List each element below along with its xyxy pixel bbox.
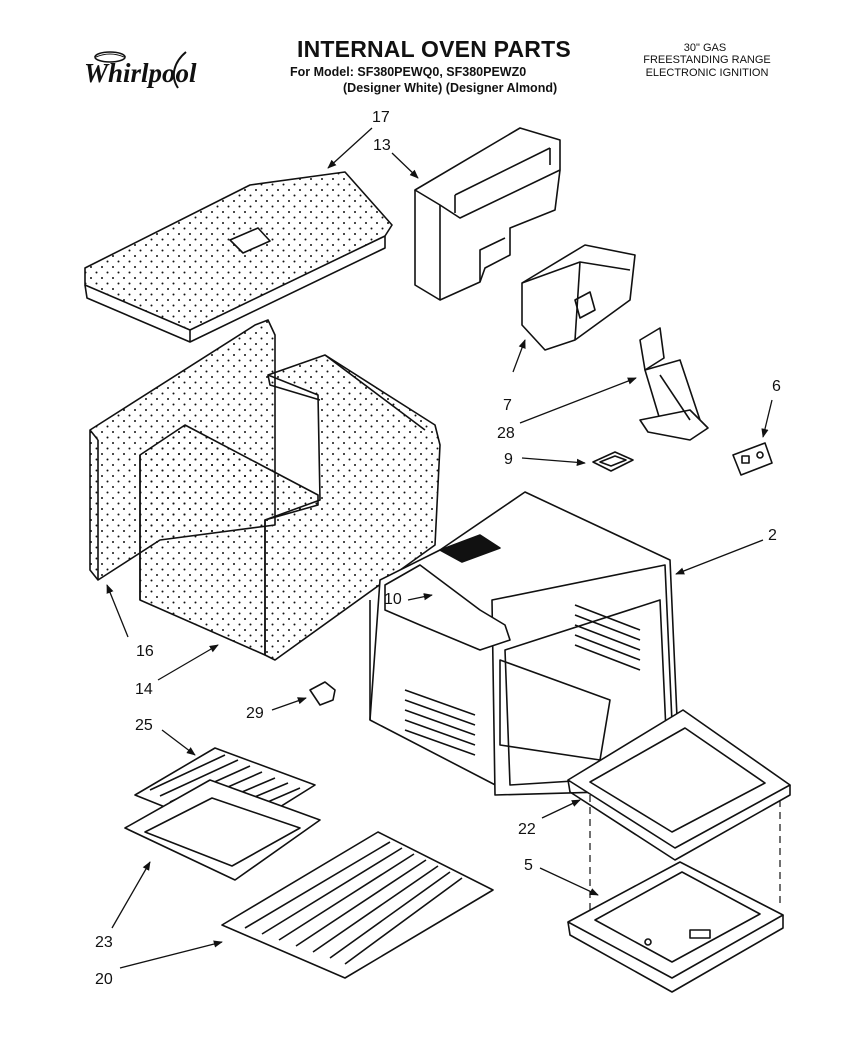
callout-10: 10 xyxy=(384,591,402,608)
gasket xyxy=(592,451,634,472)
spec-line-type: FREESTANDING RANGE xyxy=(643,54,771,66)
ignition-plate xyxy=(732,442,773,476)
oven-rack xyxy=(221,831,494,979)
callout-6: 6 xyxy=(772,378,781,395)
broiler-pan xyxy=(124,779,321,881)
callout-2: 2 xyxy=(768,527,777,544)
finish-names: (Designer White) (Designer Almond) xyxy=(343,81,558,95)
callout-16: 16 xyxy=(136,643,154,660)
svg-text:Whirlpool: Whirlpool xyxy=(84,58,197,88)
callout-7: 7 xyxy=(503,397,512,414)
retaining-clip xyxy=(309,681,336,706)
callout-23: 23 xyxy=(95,934,113,951)
callout-28: 28 xyxy=(497,425,515,442)
callout-29: 29 xyxy=(246,705,264,722)
callout-17: 17 xyxy=(372,109,390,126)
spec-line-size: 30" GAS xyxy=(683,42,727,54)
burner-box xyxy=(521,244,636,351)
callout-22: 22 xyxy=(518,821,536,838)
callout-13: 13 xyxy=(373,137,391,154)
spec-line-ignition: ELECTRONIC IGNITION xyxy=(645,67,769,79)
callout-5: 5 xyxy=(524,857,533,874)
callout-25: 25 xyxy=(135,717,153,734)
support-bracket xyxy=(639,327,709,441)
flue-duct xyxy=(414,127,561,301)
callout-9: 9 xyxy=(504,451,513,468)
model-numbers: For Model: SF380PEWQ0, SF380PEWZ0 xyxy=(290,65,527,79)
side-insulation-wrap xyxy=(139,354,441,661)
callout-20: 20 xyxy=(95,971,113,988)
page-title: INTERNAL OVEN PARTS xyxy=(297,36,571,62)
whirlpool-logo: Whirlpool xyxy=(84,51,197,89)
callout-14: 14 xyxy=(135,681,153,698)
oven-bottom-panel xyxy=(567,709,791,861)
burner-tray xyxy=(567,861,784,993)
oven-cavity xyxy=(369,491,681,796)
top-insulation-blanket xyxy=(84,171,393,343)
